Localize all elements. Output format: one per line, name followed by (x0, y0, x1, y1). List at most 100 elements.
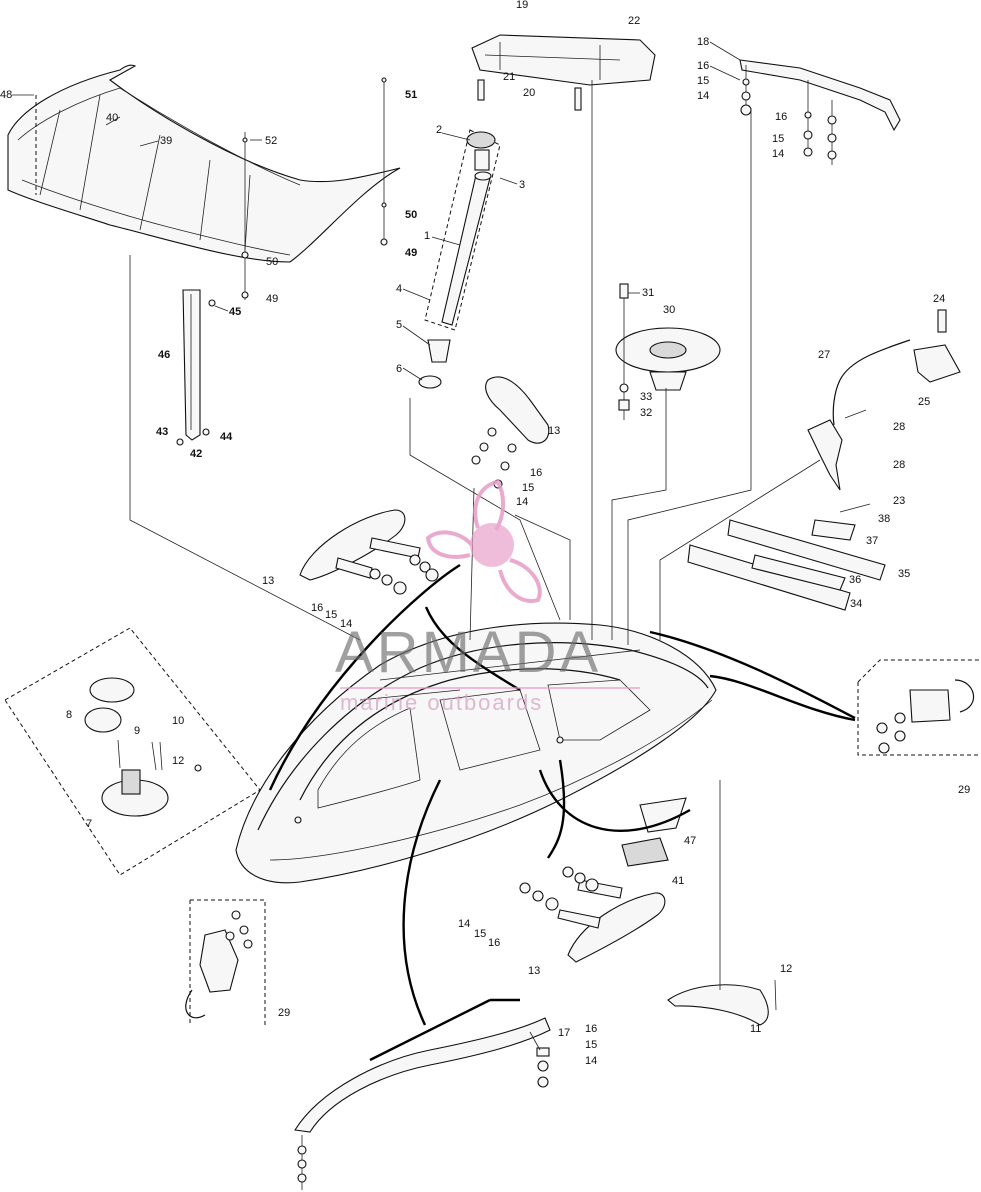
steering-column (418, 129, 501, 389)
callout-15: 15 (585, 1039, 597, 1051)
callout-42: 42 (190, 448, 202, 460)
callout-15: 15 (474, 928, 486, 940)
callout-16: 16 (488, 937, 500, 949)
callout-29: 29 (278, 1007, 290, 1019)
watermark-subtitle: marine outboards (340, 690, 543, 715)
callout-48: 48 (0, 89, 12, 101)
callout-38: 38 (878, 513, 890, 525)
callout-24: 24 (933, 293, 945, 305)
callout-34: 34 (850, 598, 862, 610)
callout-7: 7 (86, 818, 92, 830)
callout-ticks (12, 41, 741, 1051)
callout-2: 2 (436, 124, 442, 136)
watermark: ARMADA marine outboards (335, 479, 640, 715)
callout-12: 12 (780, 963, 792, 975)
callout-41: 41 (672, 875, 684, 887)
callout-49: 49 (266, 293, 278, 305)
cleat-left (299, 509, 439, 595)
cleat-right (519, 866, 666, 963)
callout-27: 27 (818, 349, 830, 361)
callout-49: 49 (405, 247, 417, 259)
callout-16: 16 (530, 467, 542, 479)
leader-lines (129, 80, 856, 1062)
callout-47: 47 (684, 835, 696, 847)
mounting-studs (241, 77, 388, 300)
callout-14: 14 (585, 1055, 597, 1067)
callout-18: 18 (697, 36, 709, 48)
callout-15: 15 (772, 133, 784, 145)
callout-8: 8 (66, 709, 72, 721)
callout-29: 29 (958, 784, 970, 796)
callout-37: 37 (866, 535, 878, 547)
callout-13: 13 (548, 425, 560, 437)
callout-35: 35 (898, 568, 910, 580)
callout-30: 30 (663, 304, 675, 316)
rail-18 (739, 59, 901, 165)
callout-16: 16 (775, 111, 787, 123)
callout-46: 46 (158, 349, 170, 361)
callout-40: 40 (106, 112, 118, 124)
callout-1: 1 (424, 230, 430, 242)
grab-rail-46 (176, 289, 216, 446)
callout-11: 11 (750, 1023, 761, 1035)
rub-rail-17 (294, 1017, 551, 1190)
callout-15: 15 (522, 482, 534, 494)
callout-3: 3 (519, 179, 525, 191)
callout-14: 14 (516, 496, 528, 508)
callout-19: 19 (516, 0, 528, 11)
callout-21: 21 (503, 71, 515, 83)
propeller-logo (425, 479, 542, 603)
callout-44: 44 (220, 431, 233, 443)
callout-14: 14 (340, 618, 352, 630)
callout-17: 17 (558, 1027, 570, 1039)
callout-28: 28 (893, 459, 905, 471)
latch-assembly (807, 309, 961, 491)
cleat-upper (471, 376, 550, 489)
callout-15: 15 (325, 609, 337, 621)
slide-rails (687, 503, 886, 611)
watermark-title: ARMADA (335, 620, 601, 685)
callout-16: 16 (585, 1023, 597, 1035)
callout-52: 52 (265, 135, 277, 147)
callout-14: 14 (458, 918, 470, 930)
bow-light-box (4, 627, 261, 876)
callout-50: 50 (405, 209, 417, 221)
callout-14: 14 (772, 148, 784, 160)
callout-13: 13 (262, 575, 274, 587)
callout-43: 43 (156, 426, 168, 438)
callout-10: 10 (172, 715, 184, 727)
callout-31: 31 (642, 287, 654, 299)
callout-5: 5 (396, 319, 402, 331)
callout-20: 20 (523, 87, 535, 99)
callout-14: 14 (697, 90, 709, 102)
callout-23: 23 (893, 495, 905, 507)
callout-32: 32 (640, 407, 652, 419)
callout-6: 6 (396, 363, 402, 375)
callout-28: 28 (893, 421, 905, 433)
bow-eye-right-box (857, 659, 981, 756)
callout-22: 22 (628, 15, 640, 27)
callout-25: 25 (918, 396, 930, 408)
callout-12: 12 (172, 755, 184, 767)
callout-39: 39 (160, 135, 172, 147)
callout-9: 9 (134, 725, 140, 737)
tower-bracket (471, 34, 656, 111)
callout-13: 13 (528, 965, 540, 977)
callout-16: 16 (311, 602, 323, 614)
callout-labels: 19 22 21 20 18 16 15 14 16 15 14 48 40 3… (0, 0, 970, 1067)
seat-base-30 (615, 283, 721, 420)
callout-45: 45 (229, 306, 241, 318)
drain-plug (667, 979, 777, 1026)
callout-16: 16 (697, 60, 709, 72)
callout-36: 36 (849, 574, 861, 586)
pads (621, 797, 687, 867)
callout-4: 4 (396, 283, 402, 295)
windshield (7, 64, 401, 263)
bow-eye-left-box (185, 899, 266, 1025)
callout-15: 15 (697, 75, 709, 87)
callout-51: 51 (405, 89, 417, 101)
callout-33: 33 (640, 391, 652, 403)
callout-50: 50 (266, 256, 278, 268)
